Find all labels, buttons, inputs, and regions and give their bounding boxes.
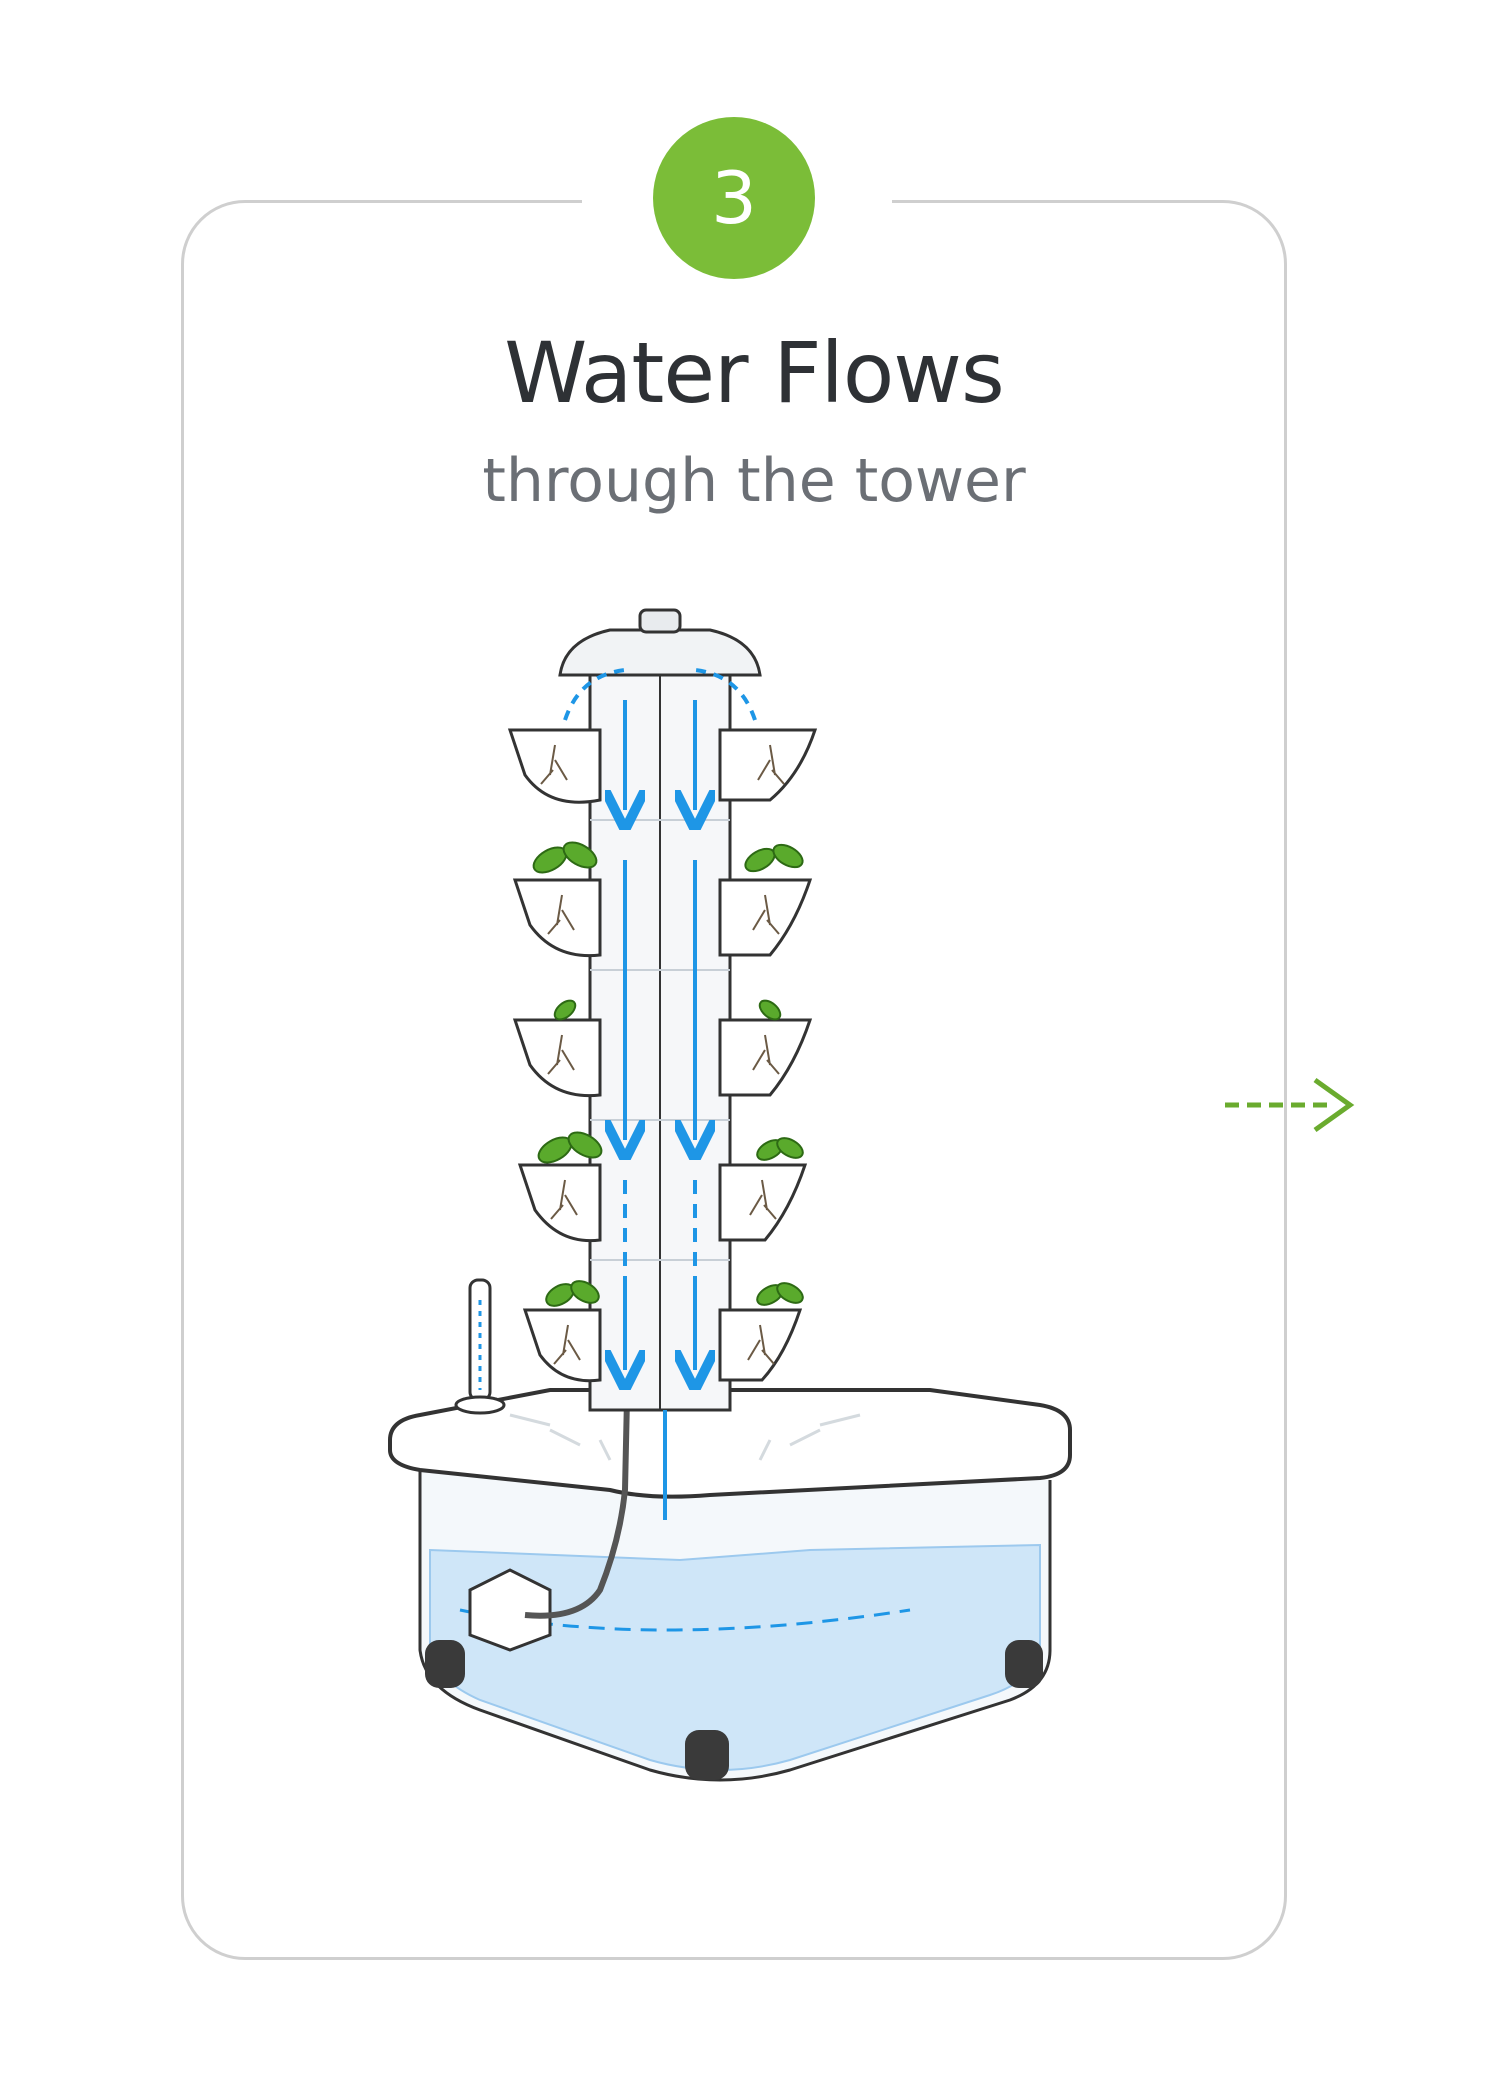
- tower-cap: [558, 608, 762, 677]
- step-number: 3: [711, 156, 757, 240]
- water-pump: [468, 1259, 633, 1652]
- left-planting-pots: [507, 728, 602, 1383]
- step-title: Water Flows: [504, 324, 1005, 422]
- caster-wheels: [425, 1640, 1043, 1780]
- lid-drainage-slots: [509, 1413, 861, 1461]
- dashed-arrow-right-icon: [1225, 1077, 1355, 1133]
- water-level-gauge: [454, 1278, 506, 1415]
- tower-illustration: [388, 608, 1072, 1782]
- plant-leaves: [532, 841, 804, 1307]
- tower-column: [588, 668, 732, 1412]
- plant-roots: [540, 744, 785, 1365]
- step-number-badge: 3: [653, 117, 815, 279]
- reservoir-lid: [388, 1388, 1072, 1499]
- water-flow-arrows: [563, 668, 757, 1520]
- step-subtitle: through the tower: [482, 446, 1026, 516]
